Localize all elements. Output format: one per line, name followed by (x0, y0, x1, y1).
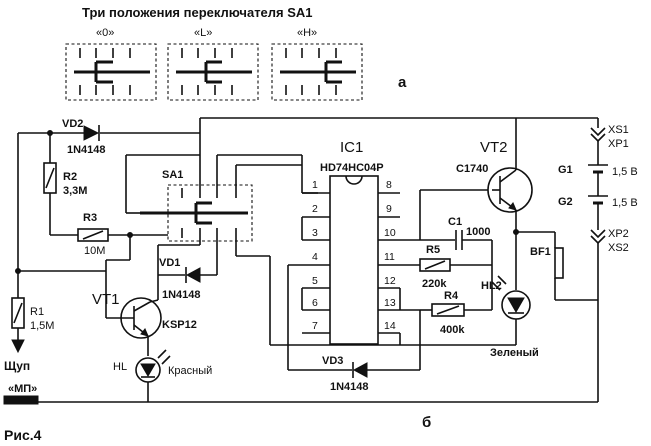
ic1-pin-9: 9 (386, 203, 392, 215)
ic1-pin-3: 3 (312, 227, 318, 239)
connector-xs1-xp1 (590, 127, 606, 143)
connector-xp2-xs2 (590, 229, 606, 245)
ic1-pin-6: 6 (312, 297, 318, 309)
r3-ref: R3 (83, 212, 97, 224)
figure-caption: Рис.4 (4, 427, 42, 443)
g2-ref: G2 (558, 196, 573, 208)
ic1-pin-14: 14 (384, 320, 396, 332)
resistor-r5 (419, 258, 451, 272)
hl2-color: Зеленый (490, 347, 539, 359)
r4-value: 400k (440, 324, 465, 336)
ic1-pin-5: 5 (312, 275, 318, 287)
vd2-type: 1N4148 (67, 144, 106, 156)
buzzer-bf1 (554, 232, 564, 300)
r2-value: 3,3M (63, 185, 87, 197)
transistor-vt1 (106, 297, 162, 339)
switch-position-label-h: «H» (297, 27, 317, 39)
switch-diagram-pos-h (271, 43, 363, 101)
battery-g1 (588, 164, 608, 174)
ic1-pin-12: 12 (384, 275, 396, 287)
xp2-label: XP2 (608, 228, 629, 240)
ic1-body (329, 175, 379, 345)
vd3-type: 1N4148 (330, 381, 369, 393)
xp1-label: XP1 (608, 138, 629, 150)
ic1-pin-4: 4 (312, 251, 318, 263)
xs1-label: XS1 (608, 124, 629, 136)
vd2-ref: VD2 (62, 118, 83, 130)
transistor-vt2 (487, 150, 533, 213)
switch-diagram-pos-0 (65, 43, 157, 101)
r5-ref: R5 (426, 244, 440, 256)
r1-ref: R1 (30, 306, 44, 318)
sa1-ref: SA1 (162, 169, 183, 181)
vd1-ref: VD1 (159, 257, 180, 269)
g1-voltage: 1,5 В (612, 166, 638, 178)
capacitor-c1 (455, 230, 463, 250)
vt2-ref: VT2 (480, 139, 508, 156)
led-hl (135, 349, 171, 383)
c1-ref: C1 (448, 216, 462, 228)
switch-position-label-l: «L» (194, 27, 212, 39)
resistor-r1 (11, 297, 25, 329)
resistor-r4 (431, 303, 465, 317)
hl-color: Красный (168, 365, 212, 377)
r5-value: 220k (422, 278, 447, 290)
resistor-r3 (77, 228, 109, 242)
r1-value: 1,5M (30, 320, 54, 332)
r2-ref: R2 (63, 171, 77, 183)
vd1-type: 1N4148 (162, 289, 201, 301)
xs2-label: XS2 (608, 242, 629, 254)
vt2-type: C1740 (456, 163, 488, 175)
resistor-r2 (43, 162, 57, 194)
diode-vd3 (352, 362, 368, 378)
r4-ref: R4 (444, 290, 459, 302)
ic1-pin-8: 8 (386, 179, 392, 191)
ic1-pin-11: 11 (384, 251, 395, 263)
switch-diagram-pos-l (167, 43, 259, 101)
switch-sa1 (140, 184, 253, 242)
part-b-label: б (422, 414, 431, 431)
battery-g2 (588, 195, 608, 205)
ic1-type: HD74HC04P (320, 162, 384, 174)
ic1-pin-10: 10 (384, 227, 396, 239)
diode-vd1 (185, 267, 201, 283)
g2-voltage: 1,5 В (612, 197, 638, 209)
switch-position-label-0: «0» (96, 27, 114, 39)
r3-value: 10M (84, 245, 105, 257)
g1-ref: G1 (558, 164, 573, 176)
hl2-ref: HL2 (481, 280, 502, 292)
ic1-ref: IC1 (340, 139, 363, 156)
ic1-pin-1: 1 (312, 179, 318, 191)
bf1-ref: BF1 (530, 246, 551, 258)
ic1-pin-2: 2 (312, 203, 318, 215)
hl-ref: HL (113, 361, 127, 373)
vt1-type: KSP12 (162, 319, 197, 331)
ic1-pin-13: 13 (384, 297, 396, 309)
c1-value: 1000 (466, 226, 490, 238)
part-a-label: а (398, 74, 407, 91)
probe-label: Щуп (4, 359, 30, 373)
ic1-pin-7: 7 (312, 320, 318, 332)
vd3-ref: VD3 (322, 355, 343, 367)
diode-vd2 (83, 125, 100, 141)
led-hl2 (491, 275, 531, 320)
ground-label: «МП» (8, 383, 37, 395)
switch-positions-title: Три положения переключателя SA1 (82, 5, 313, 20)
